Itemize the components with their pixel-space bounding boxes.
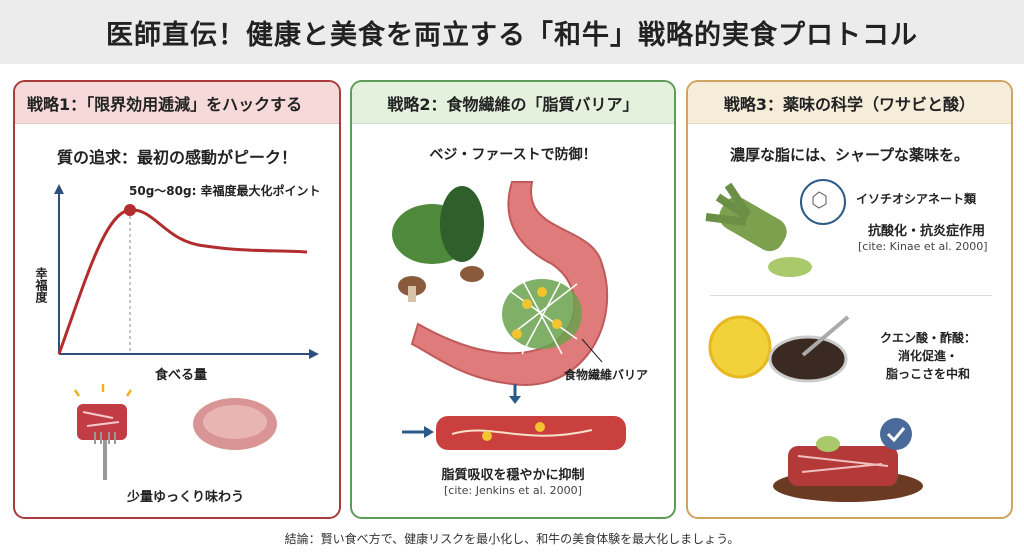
wagyu-steak-illustration (773, 418, 923, 502)
grated-wasabi-icon (768, 257, 812, 277)
y-axis-label: 幸福度 (34, 267, 48, 303)
acid-effects: クエン酸・酢酸： 消化促進・ 脂っこさを中和 (868, 329, 988, 383)
citation: [cite: Kinae et al. 2000] (858, 240, 988, 253)
wasabi-illustration (705, 179, 846, 277)
sauce-bowl-icon (768, 335, 848, 383)
panel-strategy-3: 戦略3：薬味の科学（ワサビと酸） 濃厚な脂には、シャープな薬味を。 イソチオシア… (686, 80, 1013, 519)
vegetables-icon (392, 186, 484, 302)
y-axis-arrow (54, 184, 64, 194)
panel-subtitle: ベジ・ファーストで防御！ (429, 147, 597, 163)
panel-header: 戦略3：薬味の科学（ワサビと酸） (688, 82, 1011, 124)
down-arrow-icon (509, 396, 521, 404)
compound-label: イソチオシアネート類 (856, 192, 977, 206)
peak-label: 50g〜80g: 幸福度最大化ポイント (129, 184, 321, 198)
spoon-icon (801, 315, 850, 357)
title-bar: 医師直伝！健康と美食を両立する「和牛」戦略的実食プロトコル (0, 0, 1024, 64)
right-arrow-icon (424, 426, 434, 438)
steak-icon (788, 446, 898, 486)
lemon-icon (708, 315, 772, 379)
barrier-pointer (581, 338, 603, 363)
check-icon (880, 418, 912, 450)
citrus-sauce-illustration (708, 315, 850, 383)
stomach-illustration (392, 181, 609, 386)
panel-caption: 少量ゆっくり味わう (127, 490, 245, 505)
vessel-icon (436, 416, 626, 450)
happiness-curve (57, 208, 308, 355)
molecule-bubble-icon (800, 179, 846, 225)
acid-line: クエン酸・酢酸： (879, 331, 976, 345)
panel-caption: 脂質吸収を穏やかに抑制 (441, 468, 585, 483)
citation: [cite: Jenkins et al. 2000] (444, 484, 582, 497)
panel-strategy-2: 戦略2：食物繊維の「脂質バリア」 ベジ・ファーストで防御！ 食物繊維バリア 脂質… (350, 80, 676, 519)
conclusion-footer: 結論：賢い食べ方で、健康リスクを最小化し、和牛の美食体験を最大化しましょう。 (284, 532, 740, 546)
x-axis-arrow (309, 349, 319, 359)
panel-subtitle: 濃厚な脂には、シャープな薬味を。 (729, 146, 970, 164)
peak-marker (124, 204, 136, 216)
page-title: 医師直伝！健康と美食を両立する「和牛」戦略的実食プロトコル (106, 19, 918, 51)
stomach-icon (410, 181, 609, 386)
wagyu-illustration (73, 384, 277, 480)
wasabi-topping (816, 436, 840, 452)
barrier-label: 食物繊維バリア (564, 368, 649, 382)
acid-line: 消化促進・ (897, 349, 958, 363)
panel-header: 戦略2：食物繊維の「脂質バリア」 (352, 82, 674, 124)
divider (710, 295, 992, 296)
effect-label: 抗酸化・抗炎症作用 (868, 224, 986, 239)
panel-strategy-1: 戦略1：「限界効用逓減」をハックする 質の追求：最初の感動がピーク！ 50g〜8… (13, 80, 341, 519)
acid-line: 脂っこさを中和 (885, 367, 970, 381)
panel-subtitle: 質の追求：最初の感動がピーク！ (56, 148, 297, 167)
panel-header: 戦略1：「限界効用逓減」をハックする (15, 82, 339, 124)
x-axis-label: 食べる量 (155, 368, 208, 383)
blood-vessel-illustration (402, 384, 626, 450)
happiness-curve-chart (54, 184, 319, 359)
